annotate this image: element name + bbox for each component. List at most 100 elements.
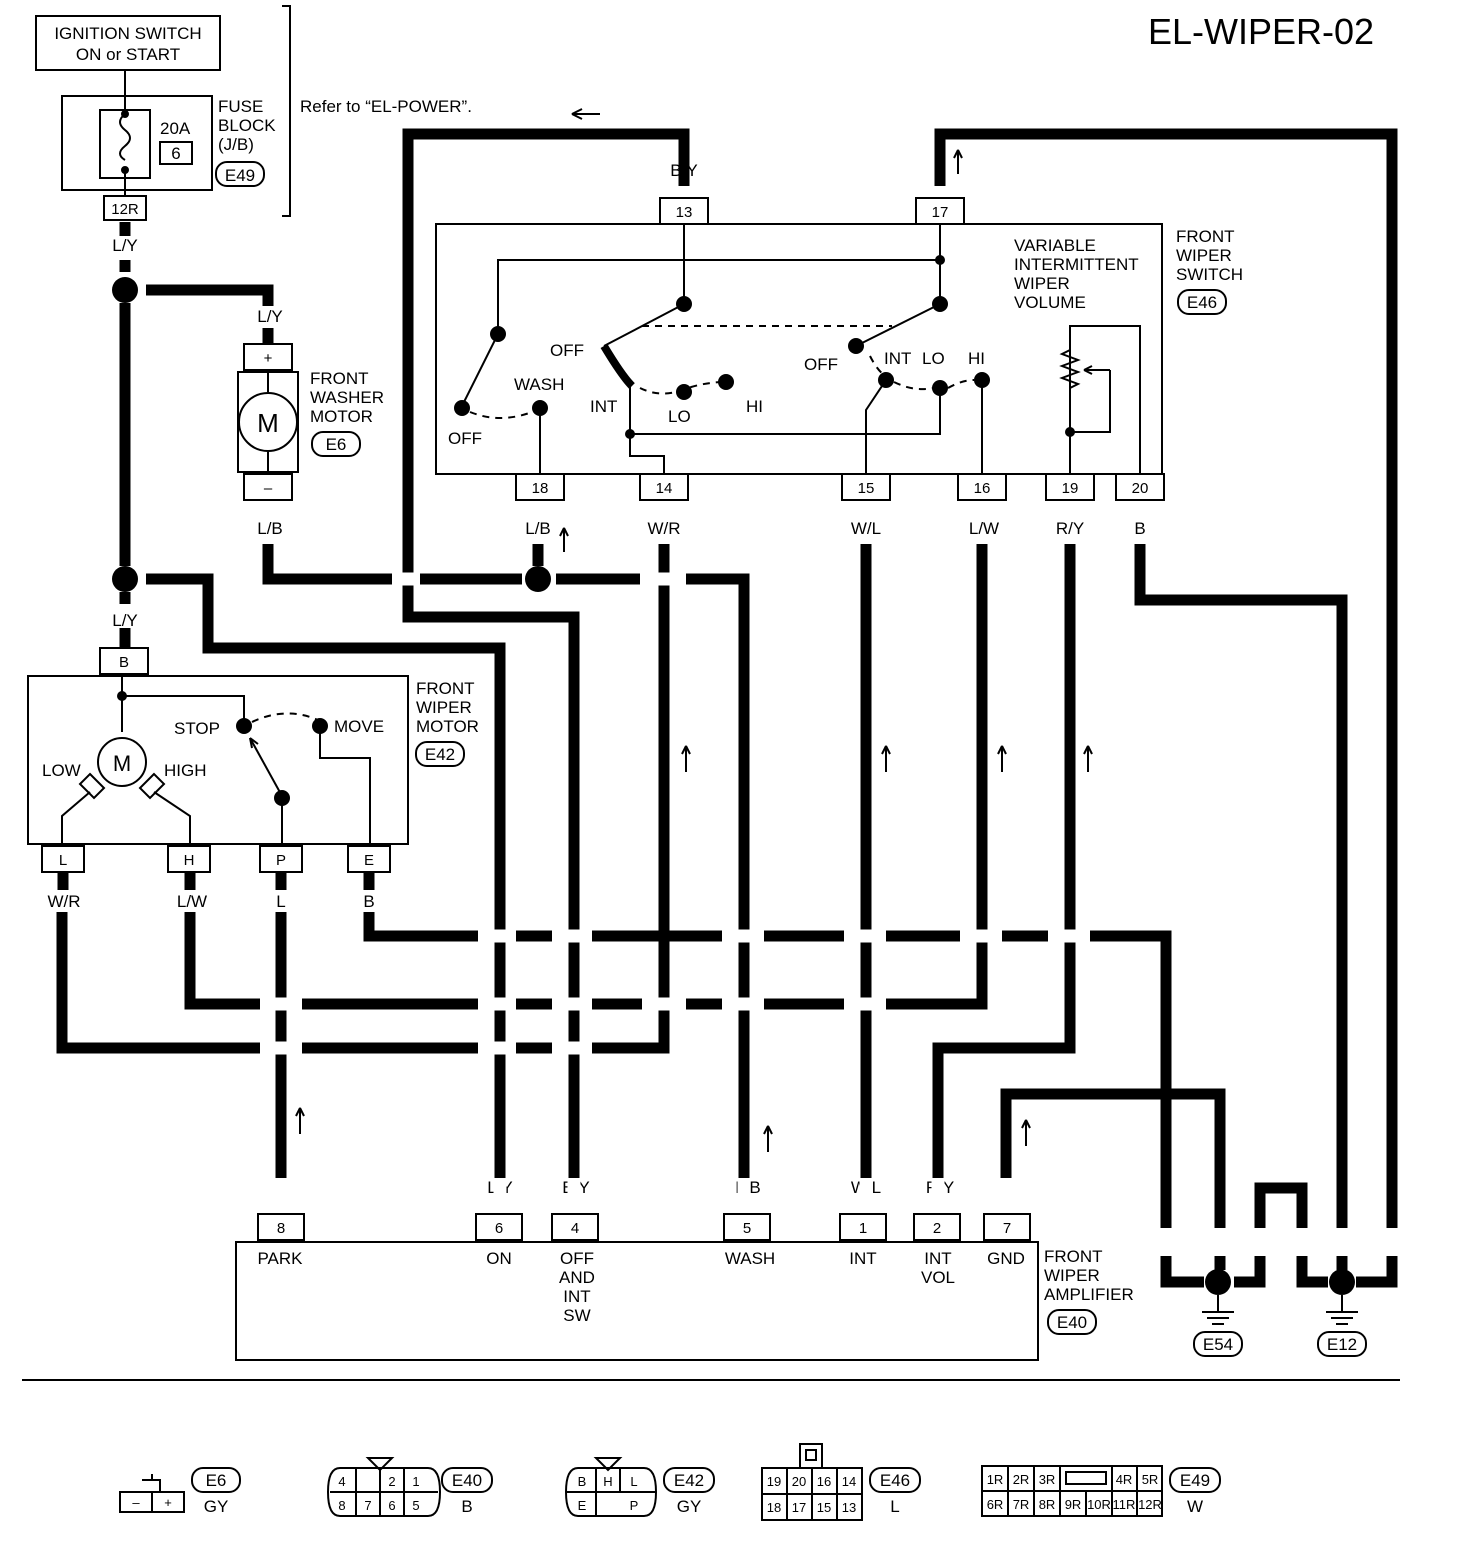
svg-text:15: 15 xyxy=(817,1500,831,1515)
amp-off-1: OFF xyxy=(560,1249,594,1268)
switch-off-2: OFF xyxy=(448,429,482,448)
amplifier-label-3: AMPLIFIER xyxy=(1044,1285,1134,1304)
amp-on: ON xyxy=(486,1249,512,1268)
amp-gnd: GND xyxy=(987,1249,1025,1268)
resistor-icon xyxy=(1059,349,1081,389)
svg-text:E: E xyxy=(578,1498,587,1513)
switch-int-2: INT xyxy=(884,349,911,368)
amplifier-connector: E40 xyxy=(1057,1313,1087,1332)
svg-text:7: 7 xyxy=(364,1498,371,1513)
svg-text:12R: 12R xyxy=(1138,1497,1162,1512)
volume-label-2: INTERMITTENT xyxy=(1014,255,1139,274)
amp-int: INT xyxy=(849,1249,876,1268)
switch-hi-1: HI xyxy=(746,397,763,416)
legend-e42-id: E42 xyxy=(674,1471,704,1490)
legend-e6-color: GY xyxy=(204,1497,229,1516)
washer-motor-label-2: WASHER xyxy=(310,388,384,407)
switch-pin-15: 15 xyxy=(858,480,875,497)
legend-e46-id: E46 xyxy=(880,1471,910,1490)
ground-e54: E54 xyxy=(1203,1335,1233,1354)
arrow-up-icon xyxy=(763,1125,773,1152)
wiper-motor-box xyxy=(27,675,409,845)
motor-move: MOVE xyxy=(334,717,384,736)
diagram-title: EL-WIPER-02 xyxy=(1148,11,1374,52)
motor-low: LOW xyxy=(42,761,81,780)
legend-e42-color: GY xyxy=(677,1497,702,1516)
amp-pin-1: 1 xyxy=(859,1220,867,1237)
arrow-up-icon xyxy=(1021,1119,1031,1146)
wiper-motor-icon: M xyxy=(113,751,131,776)
wiper-switch-label-3: SWITCH xyxy=(1176,265,1243,284)
svg-text:5: 5 xyxy=(412,1498,419,1513)
switch-wash: WASH xyxy=(514,375,564,394)
svg-text:11R: 11R xyxy=(1113,1497,1136,1512)
switch-pin-16: 16 xyxy=(974,480,991,497)
arrow-left-icon xyxy=(571,108,600,120)
svg-text:4R: 4R xyxy=(1116,1472,1133,1487)
legend-e6: – + E6 GY xyxy=(119,1467,241,1516)
amp-intvol-2: VOL xyxy=(921,1268,955,1287)
amplifier-label-2: WIPER xyxy=(1044,1266,1100,1285)
wire-label-l-1: L xyxy=(276,892,285,911)
wire-label-lw-2: L/W xyxy=(177,892,207,911)
legend-e6-pin-minus: – xyxy=(132,1495,140,1510)
svg-text:2: 2 xyxy=(388,1474,395,1489)
wiper-switch-box xyxy=(435,223,1163,475)
arrow-up-icon xyxy=(997,745,1007,772)
svg-text:17: 17 xyxy=(792,1500,806,1515)
fuse-block-connector: E49 xyxy=(225,166,255,185)
legend-e6-id: E6 xyxy=(206,1471,227,1490)
wiper-switch-connector: E46 xyxy=(1187,293,1217,312)
svg-text:–: – xyxy=(264,480,273,497)
motor-pin-h: H xyxy=(184,852,195,869)
svg-text:13: 13 xyxy=(842,1500,856,1515)
svg-text:20: 20 xyxy=(792,1474,806,1489)
svg-text:19: 19 xyxy=(767,1474,781,1489)
svg-text:+: + xyxy=(264,350,273,367)
switch-off-3: OFF xyxy=(804,355,838,374)
motor-high: HIGH xyxy=(164,761,207,780)
ignition-switch-box xyxy=(35,15,221,71)
svg-text:6R: 6R xyxy=(987,1497,1004,1512)
wire-label-ry-1: R/Y xyxy=(1056,519,1084,538)
motor-pin-l: L xyxy=(59,852,67,869)
wire-crossings xyxy=(260,572,1090,1055)
wiper-amplifier-box xyxy=(235,1241,1039,1361)
wire-label-b-3: B xyxy=(363,892,374,911)
fuse-pin-12r: 12R xyxy=(111,201,139,218)
svg-text:6: 6 xyxy=(388,1498,395,1513)
wiper-switch-label-1: FRONT xyxy=(1176,227,1235,246)
power-reference: Refer to “EL-POWER”. xyxy=(300,97,472,116)
washer-motor-label-1: FRONT xyxy=(310,369,369,388)
svg-text:3R: 3R xyxy=(1039,1472,1056,1487)
fuse-amp: 20A xyxy=(160,119,191,138)
amp-park: PARK xyxy=(257,1249,303,1268)
amp-pin-4: 4 xyxy=(571,1220,579,1237)
switch-hi-2: HI xyxy=(968,349,985,368)
motor-pin-e: E xyxy=(364,852,374,869)
washer-motor-label-3: MOTOR xyxy=(310,407,373,426)
fuse-block-label-3: (J/B) xyxy=(218,135,254,154)
svg-text:8R: 8R xyxy=(1039,1497,1056,1512)
wire-label-wl-1: W/L xyxy=(851,519,881,538)
washer-motor-icon: M xyxy=(257,408,279,438)
legend-e40-id: E40 xyxy=(452,1471,482,1490)
ignition-label-2: ON or START xyxy=(76,45,180,64)
wiper-motor-label-3: MOTOR xyxy=(416,717,479,736)
svg-text:1R: 1R xyxy=(987,1472,1004,1487)
legend-e46: 19 20 16 14 18 17 15 13 E46 L xyxy=(761,1443,921,1521)
svg-text:1: 1 xyxy=(412,1474,419,1489)
wire-label-lw-1: L/W xyxy=(969,519,999,538)
wiper-switch-label-2: WIPER xyxy=(1176,246,1232,265)
volume-label-4: VOLUME xyxy=(1014,293,1086,312)
fuse-icon xyxy=(119,113,131,161)
wire-label-wr-1: W/R xyxy=(647,519,680,538)
wire-label-ly-2: L/Y xyxy=(112,611,138,630)
svg-text:8: 8 xyxy=(338,1498,345,1513)
legend-e40: 4 2 1 8 7 6 5 E40 B xyxy=(326,1457,493,1517)
legend-e49-id: E49 xyxy=(1180,1471,1210,1490)
ground-icon xyxy=(1202,1311,1234,1325)
wire-label-lb-1: L/B xyxy=(257,519,283,538)
svg-text:2R: 2R xyxy=(1013,1472,1030,1487)
